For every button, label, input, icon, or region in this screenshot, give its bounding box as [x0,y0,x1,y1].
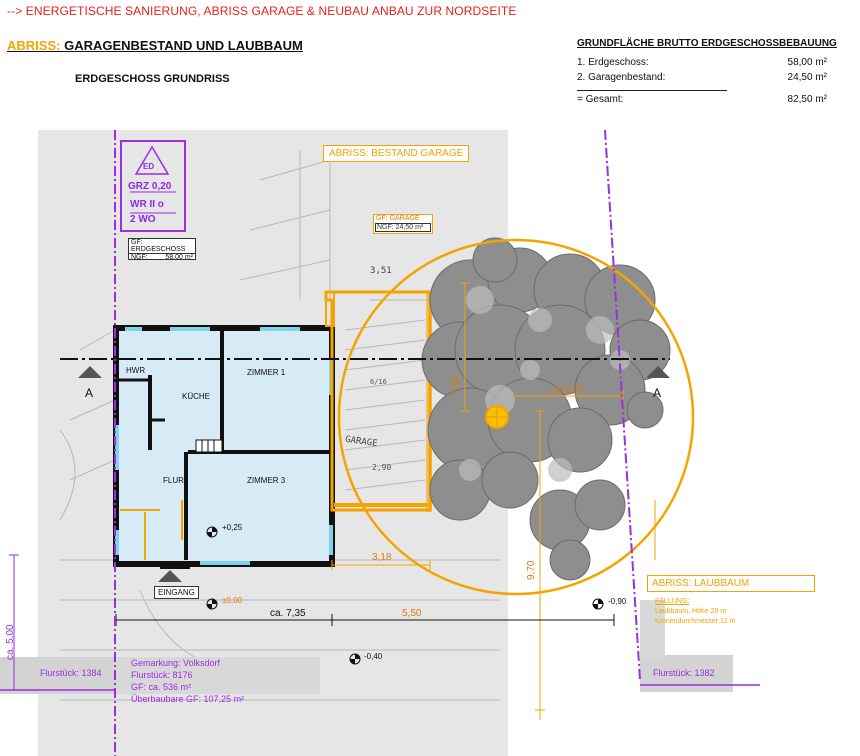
tree-crown-circle [337,238,695,596]
tree-detail-height: Laubbaum, Höhe 20 m [655,608,727,615]
garage-info-box: GF: GARAGE NGF: 24,50 m² [373,214,433,234]
area-row: 1. Erdgeschoss: 58,00 m² [577,57,847,72]
tree-detail-heading: FÄLLUNG: [655,598,690,605]
room-label-zimmer3: ZIMMER 3 [247,476,286,485]
page-subtitle: ERDGESCHOSS GRUNDRISS [75,73,230,85]
parcel-label-left: Flurstück: 1384 [40,668,102,678]
area-total-value: 82,50 m² [787,94,827,105]
area-table: GRUNDFLÄCHE BRUTTO ERDGESCHOSSBEBAUUNG 1… [577,38,847,109]
zone-value: WR II o [130,199,164,210]
garage-ngf: NGF: 24,50 m² [375,223,431,232]
page-title: ABRISS: GARAGENBESTAND UND LAUBBAUM [7,38,303,53]
level-zero: ±0,00 [222,596,242,605]
zoning-badge-symbol: ED [143,162,155,171]
dimension-400: ca.4,00 [553,384,583,394]
gemarkung-line: Gemarkung: Volksdorf [131,658,221,668]
gf-ngf-row: NGF: 58,00 m² [129,254,195,261]
gemarkung-strip [115,657,320,694]
level-markers [206,526,604,665]
tree-demolition-banner: ABRISS: LAUBBAUM [647,575,815,592]
area-row-value: 24,50 m² [787,72,827,83]
entrance-label: EINGANG [154,586,199,599]
tree-details: FÄLLUNG: Laubbaum, Höhe 20 m Kronendurch… [655,597,736,627]
parcel-strip-left [0,657,115,694]
base-dimension-lines [115,614,615,626]
section-label-left: A [85,386,94,400]
tree-detail-crown: Kronendurchmesser 12 m [655,618,736,625]
title-text: GARAGENBESTAND UND LAUBBAUM [64,38,303,53]
dimension-754: 7,54 [450,375,461,395]
area-total-name: = Gesamt: [577,94,624,105]
room-label-hwr: HWR [126,366,146,375]
entrance-marker [158,570,182,582]
sketch-label-351: 3,51 [370,266,392,276]
room-label-kueche: KÜCHE [182,392,211,401]
sketch-label-290: 2,90 [372,463,392,472]
units-value: 2 WO [130,214,156,225]
area-row-name: 1. Erdgeschoss: [577,57,649,68]
level-minus90: -0,90 [608,597,627,606]
dimension-318: 3,18 [372,552,392,563]
dimension-735: ca. 7,35 [270,608,306,619]
dimension-550: 5,50 [402,608,422,619]
section-marker-left [78,366,102,378]
area-row: 2. Garagenbestand: 24,50 m² [577,72,847,87]
stair [195,439,223,453]
parcel-strip-right [640,655,733,692]
tree-canopy [421,237,671,581]
parcel-label-right: Flurstück: 1382 [653,668,715,678]
project-description: --> ENERGETISCHE SANIERUNG, ABRISS GARAG… [7,4,517,18]
grz-value: GRZ 0,20 [128,181,172,192]
level-minus40: -0,40 [364,652,383,661]
zoning-badge [120,140,186,232]
gf-title: GF: ERDGESCHOSS [129,239,195,254]
gf-ngf-label: NGF: [131,254,148,261]
garage-gf-title: GF: GARAGE [376,215,420,222]
property-lines [0,129,760,756]
side-dimension [9,554,19,691]
tree-dimension-lines [331,282,656,720]
zoning-triangle-icon [134,145,170,175]
room-label-zimmer1: ZIMMER 1 [247,368,286,377]
gemarkung-line: GF: ca. 536 m² [131,682,192,692]
dimension-970: 9,70 [526,560,537,580]
gemarkung-line: Überbaubare GF: 107,25 m² [131,694,245,704]
level-inner: +0,25 [222,523,243,532]
gf-erdgeschoss-box: GF: ERDGESCHOSS NGF: 58,00 m² [128,238,196,261]
garage-outline [324,290,432,512]
gemarkung-info: Gemarkung: Volksdorf Flurstück: 8176 GF:… [131,657,244,705]
house-floor-plan [113,325,335,569]
gf-ngf-value: 58,00 m² [165,254,193,261]
title-label: ABRISS: [7,38,61,53]
area-table-title: GRUNDFLÄCHE BRUTTO ERDGESCHOSSBEBAUUNG [577,38,837,49]
dimension-500: ca. 5,00 [5,624,16,660]
area-table-divider [577,90,727,91]
garage-demolition-banner: ABRISS: BESTAND GARAGE [323,145,470,162]
area-total-row: = Gesamt: 82,50 m² [577,94,847,109]
sketch-lines [59,150,500,701]
area-row-value: 58,00 m² [787,57,827,68]
section-marker-right [646,366,670,378]
section-label-right: A [653,386,662,400]
gemarkung-line: Flurstück: 8176 [131,670,193,680]
sketch-label-616: 6/16 [370,378,387,386]
entrance-door [160,565,190,569]
area-row-name: 2. Garagenbestand: [577,72,666,83]
room-label-flur: FLUR [163,476,184,485]
parcel-strip-right-top [640,600,665,660]
